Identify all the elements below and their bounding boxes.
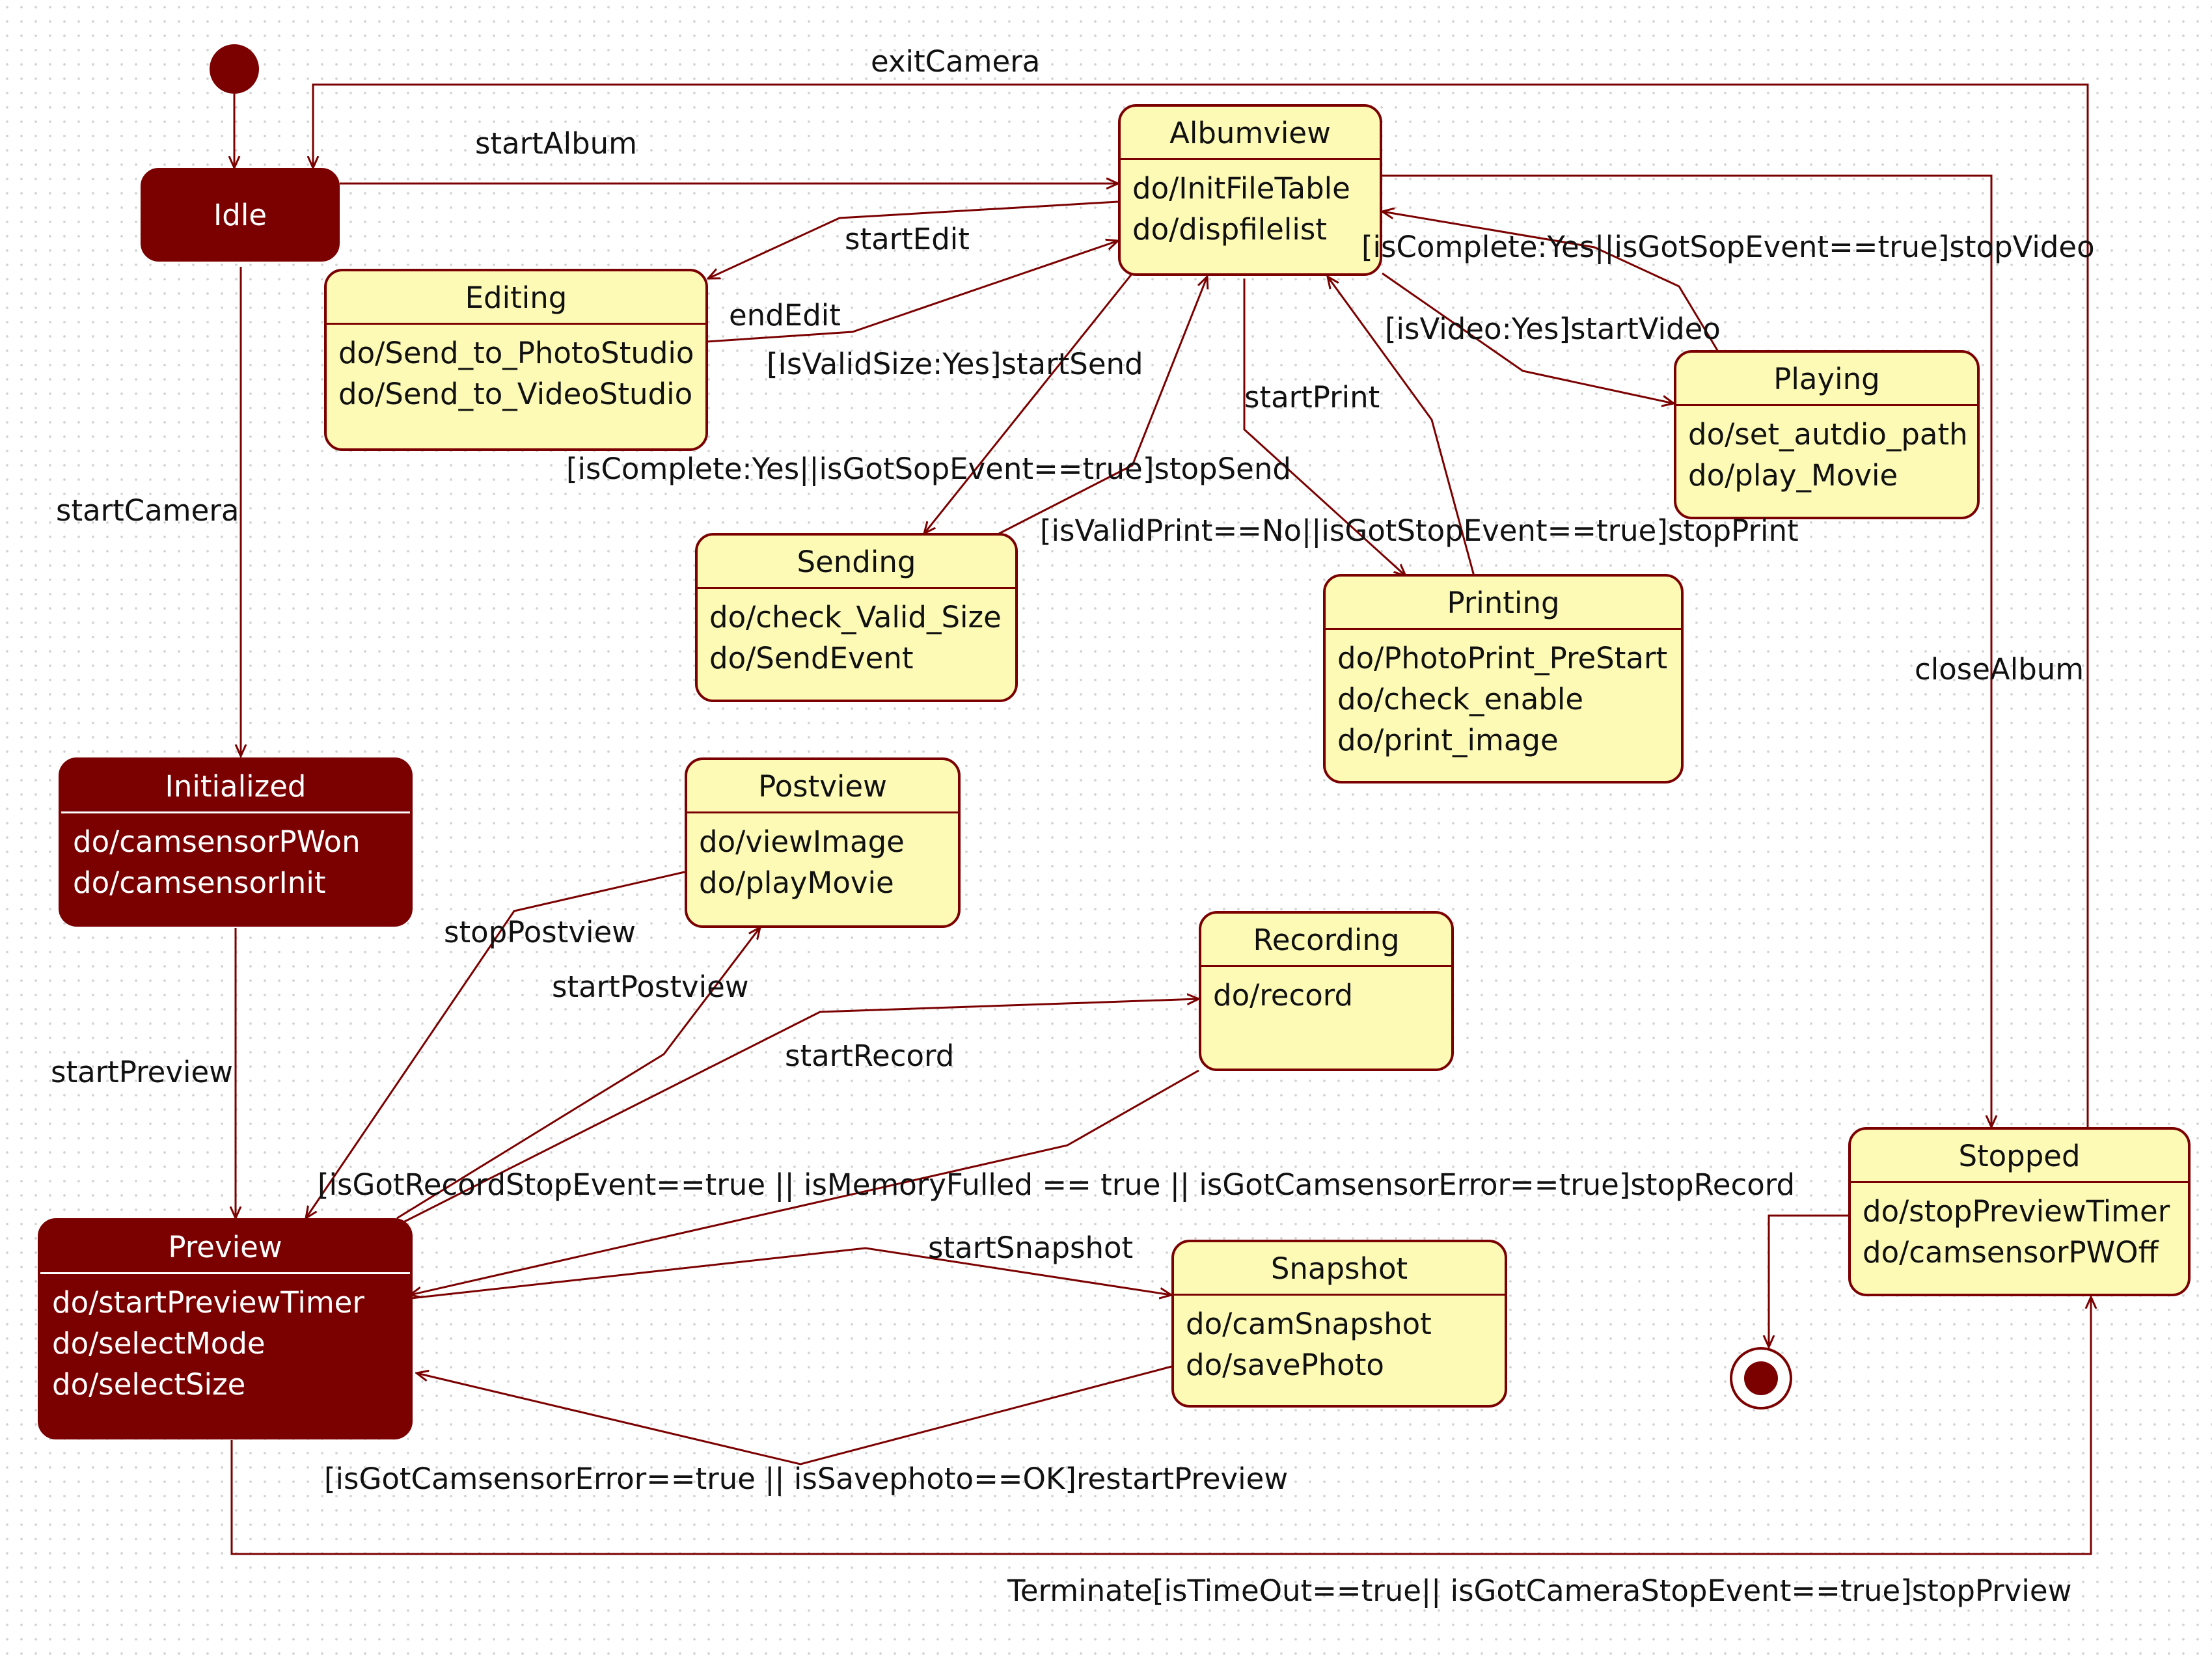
activity: do/print_image: [1337, 723, 1559, 757]
edge-end-edit: [706, 241, 1118, 343]
activity: do/camsensorPWon: [73, 824, 361, 859]
edge-stop-send: [998, 277, 1207, 535]
label-start-camera: startCamera: [56, 493, 239, 528]
state-postview-title: Postview: [687, 760, 958, 813]
label-start-video: [isVideo:Yes]startVideo: [1385, 312, 1721, 346]
state-printing-title: Printing: [1326, 577, 1681, 630]
activity: do/viewImage: [699, 824, 905, 859]
activity: do/camSnapshot: [1186, 1307, 1432, 1341]
label-close-album: closeAlbum: [1915, 652, 2084, 687]
state-printing[interactable]: Printing do/PhotoPrint_PreStart do/check…: [1323, 574, 1684, 783]
edge-stopped-final: [1769, 1214, 1848, 1347]
edge-start-video: [1382, 272, 1674, 403]
state-stopped-title: Stopped: [1851, 1130, 2188, 1183]
activity: do/stopPreviewTimer: [1863, 1194, 2170, 1229]
activity: do/play_Movie: [1688, 458, 1898, 493]
state-albumview-title: Albumview: [1121, 107, 1380, 160]
edge-stop-print: [1328, 277, 1475, 577]
edge-restart-preview: [416, 1365, 1172, 1465]
label-exit-camera: exitCamera: [871, 44, 1041, 79]
label-stop-record: [isGotRecordStopEvent==true || isMemoryF…: [318, 1167, 1796, 1202]
label-start-snapshot: startSnapshot: [928, 1231, 1134, 1265]
activity: do/set_autdio_path: [1688, 417, 1968, 452]
edge-exit-camera: [313, 83, 2089, 1129]
activity: do/savePhoto: [1186, 1348, 1384, 1382]
state-sending-title: Sending: [698, 536, 1015, 589]
label-end-edit: endEdit: [729, 298, 841, 333]
activity: do/camsensorPWOff: [1863, 1235, 2159, 1270]
state-sending[interactable]: Sending do/check_Valid_Size do/SendEvent: [695, 533, 1018, 702]
activity: do/InitFileTable: [1132, 171, 1350, 206]
activity: do/camsensorInit: [73, 865, 326, 900]
state-postview[interactable]: Postview do/viewImage do/playMovie: [685, 757, 961, 928]
edge-start-record: [403, 999, 1199, 1223]
activity: do/Send_to_PhotoStudio: [338, 336, 694, 370]
activity: do/playMovie: [699, 865, 894, 900]
state-snapshot[interactable]: Snapshot do/camSnapshot do/savePhoto: [1171, 1240, 1507, 1408]
edge-stop-postview: [306, 871, 685, 1218]
label-start-print: startPrint: [1244, 380, 1380, 415]
edge-start-postview: [396, 927, 760, 1219]
state-preview-title: Preview: [40, 1221, 410, 1274]
label-stop-send: [isComplete:Yes||isGotSopEvent==true]sto…: [566, 452, 1291, 486]
activity: do/startPreviewTimer: [52, 1285, 364, 1320]
state-playing-title: Playing: [1676, 353, 1977, 406]
activity: do/dispfilelist: [1132, 212, 1327, 247]
state-snapshot-title: Snapshot: [1174, 1242, 1505, 1296]
activity: do/check_Valid_Size: [709, 600, 1002, 634]
label-start-postview: startPostview: [552, 970, 749, 1004]
state-stopped[interactable]: Stopped do/stopPreviewTimer do/camsensor…: [1848, 1127, 2191, 1296]
state-playing[interactable]: Playing do/set_autdio_path do/play_Movie: [1674, 350, 1980, 519]
label-start-edit: startEdit: [845, 222, 970, 256]
activity: do/PhotoPrint_PreStart: [1337, 641, 1668, 675]
label-stop-video: [isComplete:Yes||isGotSopEvent==true]sto…: [1361, 230, 2095, 264]
activity: do/Send_to_VideoStudio: [338, 377, 693, 411]
edge-stop-record: [410, 1069, 1199, 1295]
edge-stop-video: [1382, 211, 1719, 352]
edge-close-album: [1382, 174, 1991, 1127]
state-initialized-title: Initialized: [61, 760, 410, 813]
state-albumview[interactable]: Albumview do/InitFileTable do/dispfileli…: [1118, 104, 1382, 276]
state-recording[interactable]: Recording do/record: [1199, 911, 1454, 1071]
edge-start-edit: [708, 200, 1119, 279]
edge-stop-preview: [230, 1297, 2091, 1555]
state-initialized[interactable]: Initialized do/camsensorPWon do/camsenso…: [59, 757, 413, 927]
edge-start-snapshot: [411, 1247, 1171, 1298]
label-start-send: [IsValidSize:Yes]startSend: [767, 347, 1143, 381]
state-editing[interactable]: Editing do/Send_to_PhotoStudio do/Send_t…: [324, 269, 708, 451]
edge-start-send: [924, 273, 1134, 534]
state-preview[interactable]: Preview do/startPreviewTimer do/selectMo…: [38, 1218, 413, 1439]
label-stop-postview: stopPostview: [444, 915, 636, 949]
state-recording-title: Recording: [1201, 914, 1451, 967]
state-idle[interactable]: Idle: [141, 168, 340, 262]
activity: do/selectMode: [52, 1326, 266, 1361]
final-state-node: [1730, 1347, 1792, 1410]
final-state-core: [1744, 1361, 1778, 1395]
label-stop-preview: Terminate[isTimeOut==true|| isGotCameraS…: [1007, 1573, 2072, 1608]
label-start-album: startAlbum: [475, 126, 638, 161]
label-start-record: startRecord: [785, 1039, 955, 1073]
activity: do/record: [1213, 978, 1354, 1013]
activity: do/check_enable: [1337, 682, 1584, 716]
edge-start-print: [1243, 279, 1406, 576]
activity: do/SendEvent: [709, 641, 914, 675]
initial-state-node: [210, 44, 259, 94]
state-editing-title: Editing: [327, 271, 705, 325]
label-start-preview: startPreview: [51, 1055, 233, 1089]
state-idle-title: Idle: [213, 197, 267, 232]
activity: do/selectSize: [52, 1367, 246, 1402]
label-restart-preview: [isGotCamsensorError==true || isSavephot…: [324, 1462, 1289, 1496]
label-stop-print: [isValidPrint==No||isGotStopEvent==true]…: [1040, 513, 1799, 548]
